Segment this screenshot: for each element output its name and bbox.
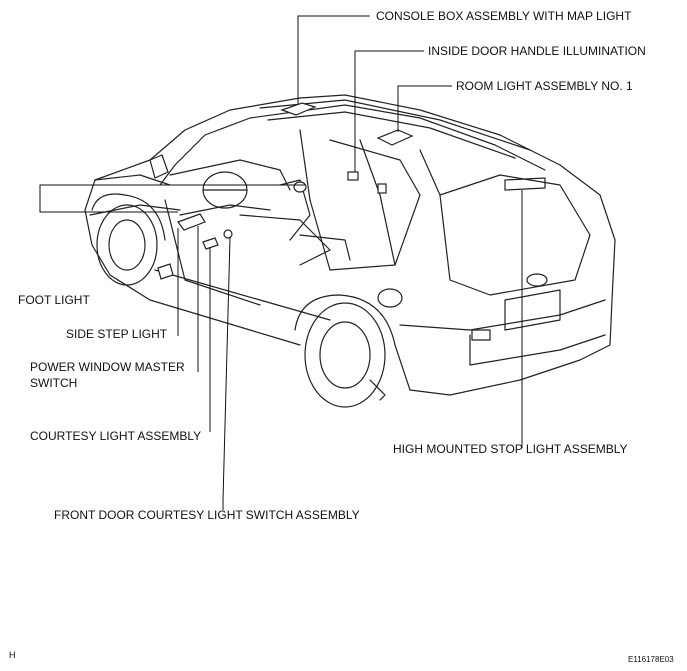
door-handle-illum-part [347, 171, 359, 181]
foot-light-part [293, 181, 307, 193]
door-handle-illum-part-2 [377, 183, 387, 194]
label-side-step-light: SIDE STEP LIGHT [66, 327, 168, 341]
label-courtesy-light: COURTESY LIGHT ASSEMBLY [30, 429, 202, 443]
power-window-part [177, 213, 206, 231]
label-inside-door-handle: INSIDE DOOR HANDLE ILLUMINATION [428, 44, 646, 58]
console-box-part [280, 102, 317, 116]
label-high-mounted-stop: HIGH MOUNTED STOP LIGHT ASSEMBLY [393, 442, 628, 456]
label-foot-light: FOOT LIGHT [18, 293, 90, 307]
room-light-part [376, 129, 414, 146]
side-step-light-part [157, 263, 174, 280]
label-console-box: CONSOLE BOX ASSEMBLY WITH MAP LIGHT [376, 9, 632, 23]
door-switch-part [223, 229, 233, 239]
vehicle-illustration [84, 94, 616, 408]
label-front-door-switch: FRONT DOOR COURTESY LIGHT SWITCH ASSEMBL… [54, 508, 360, 522]
leader-lines [39, 15, 523, 510]
figure-code: E116178E03 [628, 655, 674, 664]
component-parts [157, 102, 414, 280]
footer-letter: H [9, 650, 16, 660]
label-room-light: ROOM LIGHT ASSEMBLY NO. 1 [456, 79, 633, 93]
label-power-window-line1: POWER WINDOW MASTER [30, 360, 185, 374]
courtesy-light-part [202, 237, 219, 250]
label-power-window-line2: SWITCH [30, 376, 78, 390]
